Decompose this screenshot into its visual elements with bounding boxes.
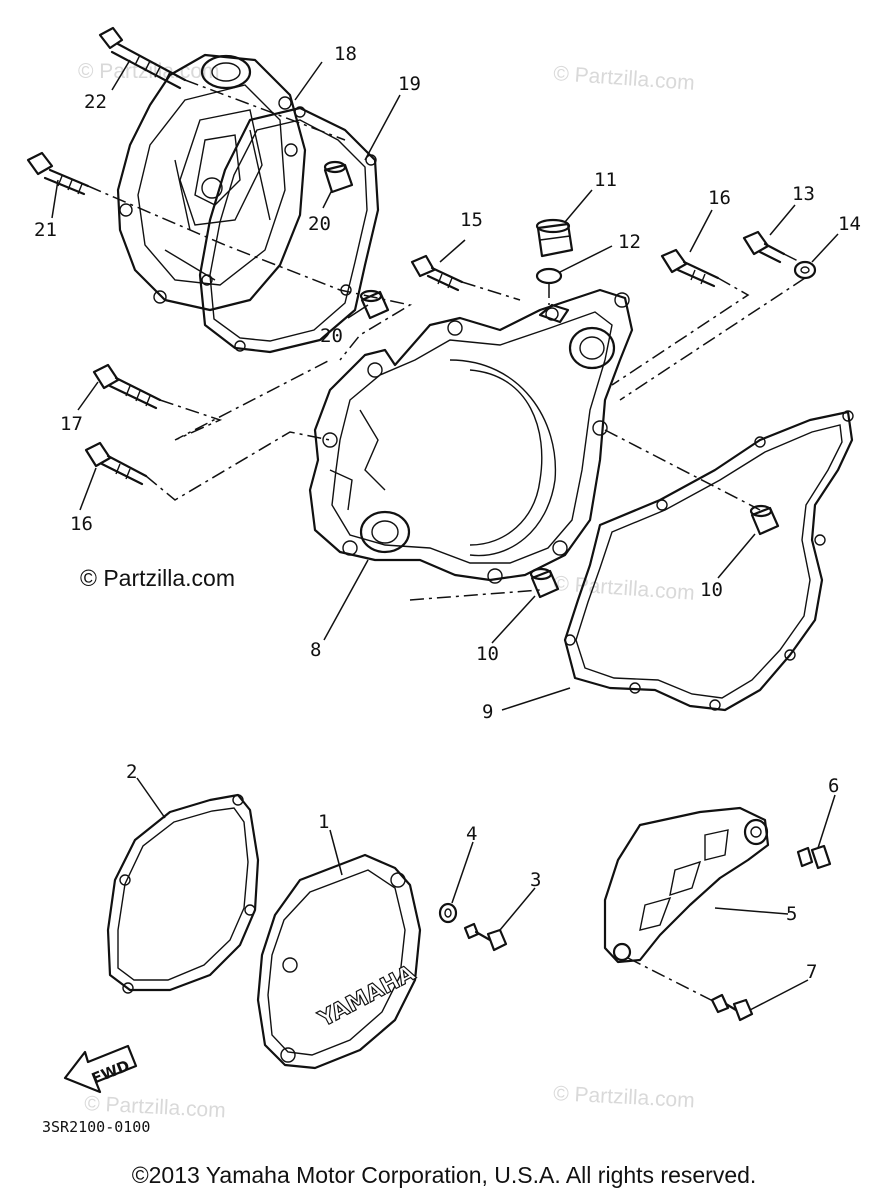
watermark-bottom-right: © Partzilla.com [553, 1082, 696, 1112]
leader-lines [51, 59, 839, 1011]
part-10-dowel-right [749, 504, 780, 536]
callout-19: 19 [398, 73, 421, 95]
callout-4: 4 [466, 823, 477, 845]
callout-11: 11 [594, 169, 617, 191]
callout-1: 1 [318, 811, 329, 833]
part-16-bolt-upper [660, 248, 720, 288]
callout-22: 22 [84, 91, 107, 113]
part-3-bolt [463, 922, 508, 952]
part-18-outer-cover [116, 53, 307, 312]
callout-14: 14 [838, 213, 861, 235]
callout-13: 13 [792, 183, 815, 205]
part-20-dowel-upper [323, 160, 354, 194]
callout-7: 7 [806, 961, 817, 983]
part-7-bolt [710, 993, 754, 1022]
alignment-lines [87, 79, 806, 601]
callout-10-right: 10 [700, 579, 723, 601]
callout-8: 8 [310, 639, 321, 661]
part-11-oil-filler-cap [535, 218, 574, 258]
part-20-dowel-lower [359, 289, 390, 320]
watermark-middle-right: © Partzilla.com [553, 572, 696, 605]
alignment-line-7 [627, 957, 716, 1003]
callout-17: 17 [60, 413, 83, 435]
callout-16-upper: 16 [708, 187, 731, 209]
callout-5: 5 [786, 903, 797, 925]
diagram-code: 3SR2100-0100 [42, 1118, 150, 1136]
callout-6: 6 [828, 775, 839, 797]
callout-9: 9 [482, 701, 493, 723]
part-9-gasket [563, 410, 854, 712]
fwd-label: FWD [89, 1056, 132, 1087]
part-8-crankcase-cover [308, 288, 634, 584]
part-1-cover: YAMAHA [256, 853, 422, 1070]
part-17-bolt [92, 363, 162, 410]
part-2-gasket [106, 793, 260, 994]
callout-12: 12 [618, 231, 641, 253]
callout-21: 21 [34, 219, 57, 241]
fwd-arrow-icon: FWD [63, 1044, 138, 1094]
cover-logo: YAMAHA [314, 961, 420, 1033]
callout-20-upper: 20 [308, 213, 331, 235]
watermark-top-right: © Partzilla.com [553, 62, 696, 95]
part-6-bolt [796, 844, 832, 870]
part-16-bolt-left [84, 441, 148, 486]
callout-3: 3 [530, 869, 541, 891]
part-22-bolt [98, 26, 187, 90]
part-4-washer [438, 902, 458, 924]
callout-16-left: 16 [70, 513, 93, 535]
part-12-o-ring [535, 267, 563, 285]
site-label: © Partzilla.com [80, 565, 235, 591]
part-14-washer [793, 260, 817, 280]
part-13-bolt [742, 230, 786, 264]
part-21-bolt [26, 151, 90, 196]
part-5-guard [603, 806, 770, 964]
part-15-bolt [410, 254, 464, 292]
callout-18: 18 [334, 43, 357, 65]
copyright-notice: ©2013 Yamaha Motor Corporation, U.S.A. A… [132, 1162, 757, 1188]
callout-20-lower: 20 [320, 325, 343, 347]
callout-10-left: 10 [476, 643, 499, 665]
callout-15: 15 [460, 209, 483, 231]
callout-2: 2 [126, 761, 137, 783]
